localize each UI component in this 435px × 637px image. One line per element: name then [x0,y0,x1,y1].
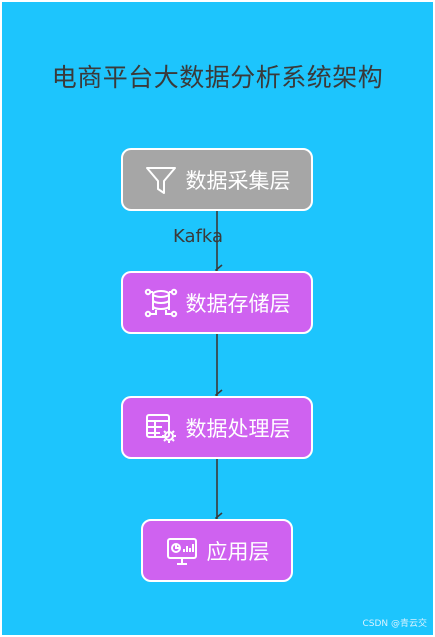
node-label: 数据存储层 [185,291,291,316]
funnel-icon [144,163,178,197]
table-gear-icon [144,411,178,445]
node-data-processing-layer: 数据处理层 [121,396,313,459]
node-application-layer: 应用层 [141,519,293,582]
watermark: CSDN @青云交 [362,619,427,629]
node-label: 数据处理层 [185,416,291,441]
dashboard-monitor-icon [165,534,199,568]
node-data-collection-layer: 数据采集层 [121,148,313,211]
database-network-icon [144,286,178,320]
node-data-storage-layer: 数据存储层 [121,271,313,334]
node-label: 数据采集层 [185,168,291,193]
node-label: 应用层 [206,539,270,564]
edge-label-kafka: Kafka [173,226,223,247]
diagram-title: 电商平台大数据分析系统架构 [51,63,384,92]
